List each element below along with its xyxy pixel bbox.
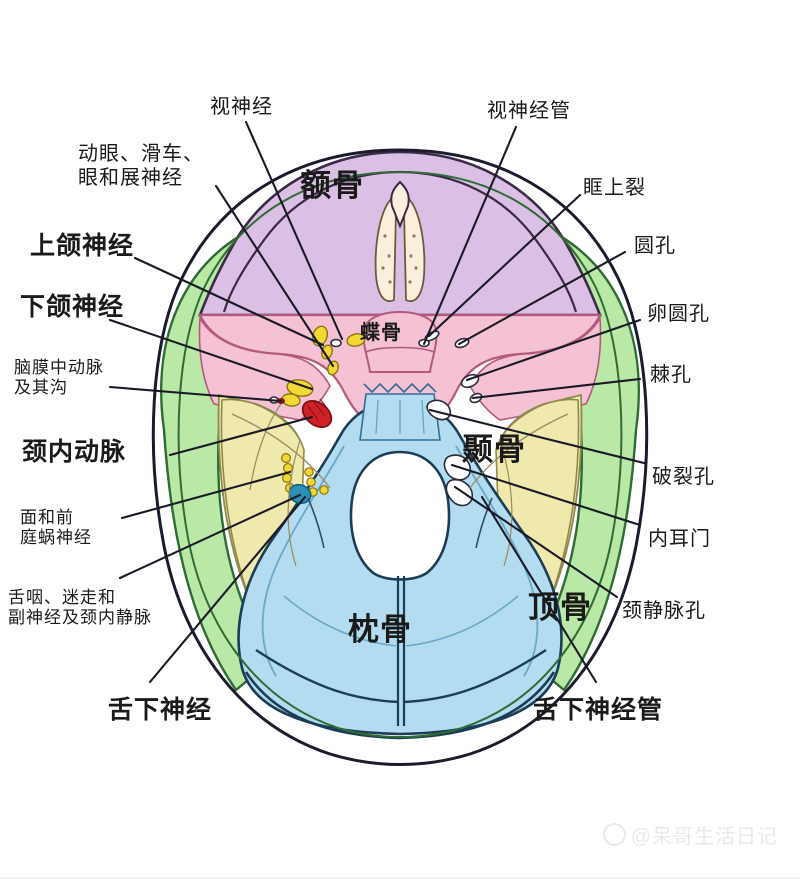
internal-carotid-artery-leader: [168, 415, 314, 457]
cribriform-plate-left: [374, 196, 397, 302]
label-foramen-rotundum: 圆孔: [634, 235, 676, 257]
glossopharyngeal-nerve-beads: [304, 467, 329, 497]
clinoid-ridge: [365, 346, 435, 353]
label-glossopharyngeal-group: 舌咽、迷走和 副神经及颈内静脉: [8, 588, 152, 628]
frontal-inner-contour: [222, 170, 401, 313]
foramen-rotundum-leader: [457, 250, 627, 346]
foramen-lacerum-leader: [428, 408, 646, 465]
label-temporal: 颞骨: [462, 432, 526, 467]
foramen-spinosum-leader: [471, 377, 642, 400]
crista-galli: [390, 180, 410, 229]
label-parietal: 顶骨: [528, 590, 592, 625]
occipital-inner-arc-left: [283, 595, 397, 647]
cribriform-foramina: [381, 234, 418, 284]
optic-nerve-leader: [244, 120, 344, 341]
hypoglossal-canal-leader: [480, 495, 598, 684]
middle-meningeal-groove: [249, 399, 285, 491]
mirror-hole-left-1: [330, 338, 342, 348]
bottom-divider: [0, 877, 800, 879]
label-internal-carotid-artery: 颈内动脉: [22, 439, 127, 466]
frontal-inner-contour-right: [399, 170, 578, 313]
hypoglossal-canal-left: [307, 497, 325, 549]
occipital-inner-arc-right: [405, 595, 519, 647]
label-hypoglossal-nerve: 舌下神经: [108, 697, 213, 724]
petro-occipital-suture: [363, 382, 437, 394]
label-jugular-foramen: 颈静脉孔: [622, 600, 706, 622]
label-middle-meningeal-artery: 脑膜中动脉 及其沟: [14, 358, 104, 398]
nerve-optic-chiasm: [346, 333, 366, 347]
foramen-magnum: [349, 450, 451, 581]
middle-meningeal-artery-leader: [108, 385, 283, 403]
skull-outer-outline: [151, 148, 649, 766]
maxillary-nerve-leader: [133, 256, 325, 347]
foramen-lacerum-hole: [426, 399, 452, 421]
label-frontal: 额骨: [300, 168, 364, 203]
internal-acoustic-meatus-leader: [450, 463, 642, 527]
label-foramen-lacerum: 破裂孔: [652, 466, 715, 488]
label-foramen-spinosum: 棘孔: [650, 364, 692, 386]
label-optic-nerve: 视神经: [210, 96, 273, 118]
label-hypoglossal-canal: 舌下神经管: [533, 697, 664, 724]
occipital-contour-left: [261, 445, 345, 677]
clivus-ridge-3: [421, 399, 425, 435]
glossopharyngeal-group-leader: [118, 493, 302, 580]
label-occipital: 枕骨: [348, 612, 412, 647]
cribriform-plate-right: [403, 196, 426, 302]
carotid-striations: [307, 398, 331, 421]
skull-inner-rim: [177, 170, 623, 738]
label-oculomotor-group: 动眼、滑车、 眼和展神经: [78, 143, 204, 189]
foramen-ovale-leader: [465, 318, 642, 382]
jugular-foramen-hole: [445, 478, 474, 507]
crista-galli-group: [374, 180, 426, 302]
label-superior-orbital-fissure: 眶上裂: [583, 177, 646, 199]
nerve-maxillary: [327, 360, 339, 376]
temporal-inner-curve-right: [499, 439, 513, 567]
watermark-badge-icon: [602, 823, 626, 846]
oculomotor-group-leader: [214, 184, 335, 368]
leader-lines-group: [108, 120, 646, 684]
label-internal-acoustic-meatus: 内耳门: [648, 528, 711, 550]
jugular-foramen-leader: [453, 485, 619, 599]
hypoglossal-nerve-leader: [148, 495, 307, 684]
label-mandibular-nerve: 下颌神经: [20, 294, 125, 321]
superior-orbital-fissure-leader: [427, 193, 582, 338]
label-optic-canal: 视神经管: [487, 100, 571, 122]
facial-vestibulocochlear-leader: [120, 470, 292, 520]
occipital-contour-right: [455, 445, 539, 677]
nerve-mandibular: [286, 379, 314, 397]
watermark-handle: @呆哥生活日记: [630, 826, 778, 848]
occipital-transverse-ridge: [255, 648, 547, 704]
bone-regions: [151, 148, 649, 766]
neurovascular-structures: [231, 325, 569, 567]
label-facial-vestibulocochlear: 面和前 庭蜗神经: [20, 508, 92, 548]
petrous-ridge-left: [231, 413, 331, 489]
watermark: @呆哥生活日记: [602, 820, 778, 849]
label-sphenoid: 蝶骨: [360, 322, 402, 344]
petrous-ridge-right: [469, 413, 569, 489]
mandibular-nerve-leader: [108, 318, 314, 391]
hypoglossal-canal-right: [475, 497, 493, 549]
label-foramen-ovale: 卵圆孔: [647, 303, 710, 325]
label-maxillary-nerve: 上颌神经: [30, 233, 135, 260]
optic-canal-leader: [422, 125, 518, 346]
temporal-inner-curve-left: [287, 439, 301, 567]
internal-carotid-artery-shape: [301, 399, 333, 429]
clivus-ridge-1: [375, 399, 379, 435]
